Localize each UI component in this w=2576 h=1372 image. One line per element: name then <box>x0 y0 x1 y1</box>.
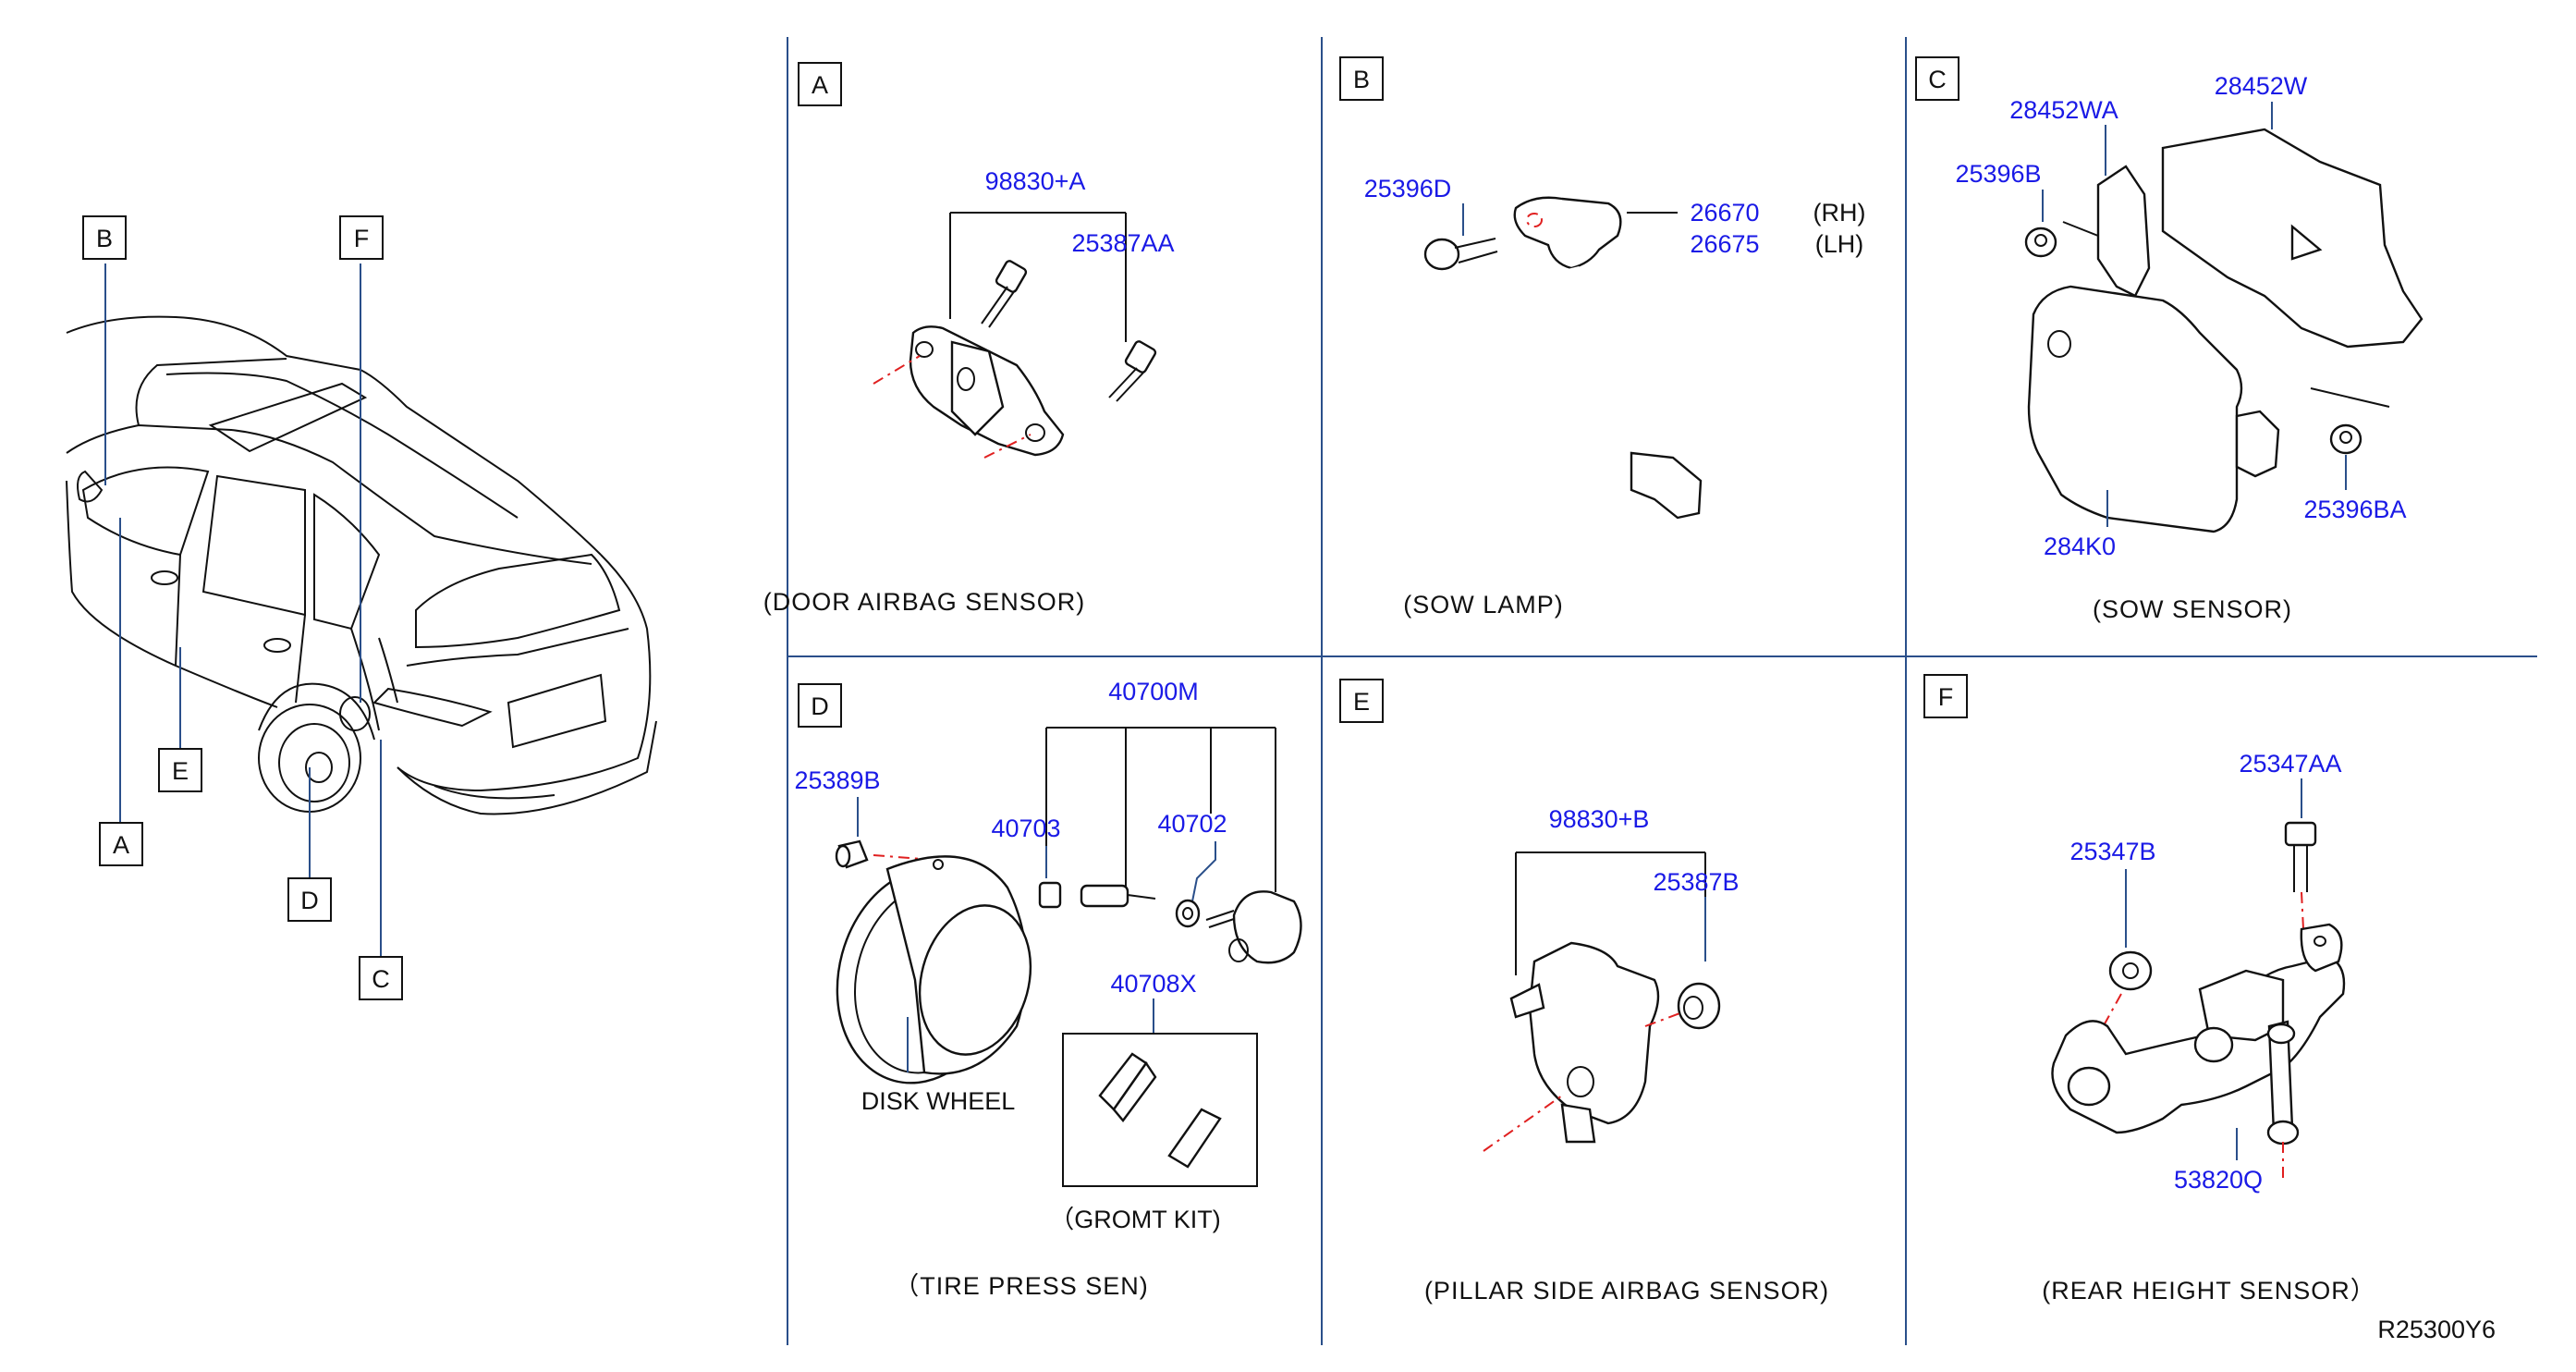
part-number: 25347AA <box>2239 750 2341 778</box>
bracket-icon <box>2096 165 2151 298</box>
part-number: 25396BA <box>2303 496 2406 523</box>
callout-A: A <box>99 822 143 866</box>
nut-icon <box>2108 950 2153 991</box>
svg-text:F: F <box>1938 683 1954 711</box>
panel-e: E 98830+B 25387B (PILLAR SIDE AIRBAG SEN… <box>1339 679 1829 1305</box>
part-number: 40703 <box>991 815 1060 842</box>
tire-pressure-sensor-icon <box>1205 890 1302 964</box>
svg-text:C: C <box>372 965 390 993</box>
part-number: 284K0 <box>2044 533 2116 560</box>
panel-letter-box <box>798 62 842 106</box>
nut-icon <box>2024 227 2057 258</box>
part-number: 25387AA <box>1071 229 1174 257</box>
part-number: 40702 <box>1157 810 1227 838</box>
svg-text:F: F <box>354 225 370 252</box>
panel-caption: (PILLAR SIDE AIRBAG SENSOR) <box>1424 1277 1829 1305</box>
diagram-id: R25300Y6 <box>2377 1316 2496 1343</box>
part-number: 40700M <box>1108 678 1199 705</box>
part-number: 26675 <box>1690 230 1759 258</box>
svg-text:DISK WHEEL: DISK WHEEL <box>861 1087 1016 1115</box>
panel-c: C 28452WA 28452W 25396B 284K0 25396BA (S… <box>1915 56 2423 623</box>
grommet-kit-icon <box>1098 1052 1222 1169</box>
part-number: 25387B <box>1653 868 1739 896</box>
part-number: 25389B <box>794 766 880 794</box>
connector-icon <box>1630 451 1703 520</box>
panel-caption: (REAR HEIGHT SENSOR） <box>2042 1277 2376 1305</box>
svg-text:A: A <box>113 831 129 859</box>
svg-text:（GROMT KIT): （GROMT KIT) <box>1049 1206 1221 1233</box>
pillar-sensor-icon <box>1509 941 1660 1144</box>
height-sensor-icon <box>2051 923 2346 1179</box>
part-number: 28452WA <box>2009 96 2118 124</box>
svg-text:E: E <box>172 757 189 785</box>
panel-a: A 98830+A 25387AA (DOOR AIRBAG SENSOR) <box>763 62 1175 616</box>
panel-f: F 25347AA 25347B 53820Q (REAR <box>1923 674 2376 1305</box>
callout-B: B <box>82 215 127 260</box>
svg-text:(RH): (RH) <box>1813 199 1866 227</box>
screw-icon <box>1423 238 1498 271</box>
part-number: 98830+A <box>985 167 1086 195</box>
part-number: 26670 <box>1690 199 1759 227</box>
disk-wheel-icon <box>836 855 1032 1084</box>
nut-icon <box>2329 423 2362 455</box>
part-number: 25396B <box>1955 160 2041 188</box>
panel-b: B 25396D 26670 26675 (RH) (LH) (SOW LAMP… <box>1339 56 1866 619</box>
bolt-icon <box>981 260 1157 402</box>
bushing-icon <box>1677 982 1721 1030</box>
panel-grid <box>787 37 2537 1345</box>
part-number: 28452W <box>2215 72 2308 100</box>
part-number: 25396D <box>1364 175 1452 202</box>
svg-text:B: B <box>1353 66 1370 93</box>
callout-D: D <box>287 877 332 922</box>
callout-F: F <box>339 215 384 260</box>
svg-text:B: B <box>96 225 113 252</box>
panel-caption: (DOOR AIRBAG SENSOR) <box>763 588 1086 616</box>
sow-sensor-module-icon <box>2027 285 2243 533</box>
svg-text:D: D <box>300 887 319 914</box>
svg-text:(LH): (LH) <box>1815 230 1864 258</box>
vehicle-overview: B F E A D C <box>66 215 657 1000</box>
callout-E: E <box>158 748 202 792</box>
part-number: 53820Q <box>2174 1166 2263 1194</box>
valve-core-icon <box>1038 881 1201 928</box>
panel-caption: （TIRE PRESS SEN) <box>894 1272 1149 1300</box>
valve-cap-icon <box>835 839 869 869</box>
part-number: 40708X <box>1110 970 1196 998</box>
bolt-icon <box>2284 821 2317 892</box>
callout-C: C <box>359 956 403 1000</box>
svg-text:D: D <box>811 692 829 720</box>
lamp-icon <box>1513 196 1622 270</box>
panel-caption: (SOW LAMP) <box>1403 591 1564 619</box>
part-number: 98830+B <box>1549 805 1650 833</box>
panel-caption: (SOW SENSOR) <box>2093 595 2292 623</box>
panel-d: D 40700M 25389B DISK WHEEL 40703 40702 <box>794 678 1302 1300</box>
part-number: 25347B <box>2069 838 2155 865</box>
svg-text:A: A <box>812 71 828 99</box>
svg-text:C: C <box>1928 66 1947 93</box>
svg-text:E: E <box>1353 688 1370 716</box>
